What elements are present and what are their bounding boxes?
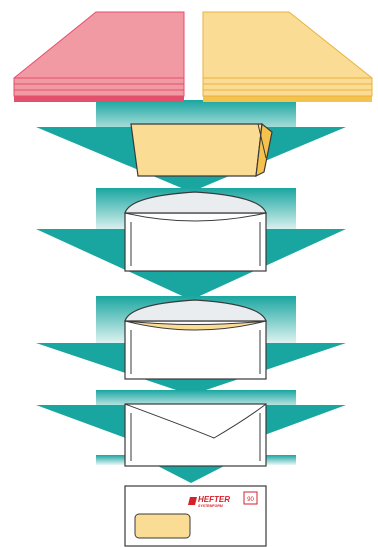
yellow-paper-stack-icon xyxy=(202,11,373,102)
pink-paper-stack-icon xyxy=(13,11,185,102)
postage-box xyxy=(243,491,258,505)
folded-letter-icon xyxy=(130,122,273,178)
hefter-logo-icon: HEFTER SYSTEMFORM xyxy=(188,495,230,508)
sealed-envelope-icon xyxy=(124,403,267,467)
flow-chevron-5 xyxy=(150,462,232,483)
envelope-insert-icon xyxy=(124,299,267,380)
postage-mark: 90 xyxy=(247,497,254,503)
open-envelope-icon xyxy=(124,191,267,272)
franked-envelope-icon: HEFTER SYSTEMFORM 90 xyxy=(124,485,267,547)
address-window xyxy=(134,513,191,539)
brand-sub: SYSTEMFORM xyxy=(198,504,223,508)
brand-name: HEFTER xyxy=(198,495,230,504)
